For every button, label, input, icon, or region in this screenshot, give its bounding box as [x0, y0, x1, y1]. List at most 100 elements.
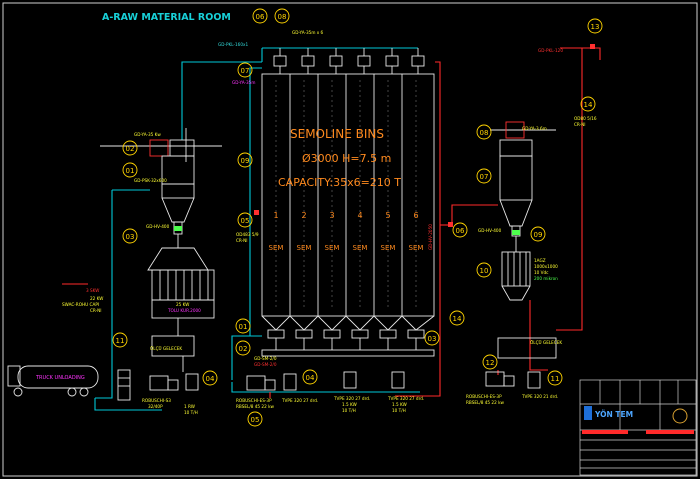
label-right-pipe-code: OD80 5/16 — [574, 116, 597, 121]
marker-11-right: 11 — [547, 370, 563, 386]
diagram-labels: GD-PKL-160x1 GD-PKL-120 GD-YA-35m x 6 GD… — [62, 30, 597, 415]
label-mid-small-1: GD-SM-2/0 — [254, 356, 277, 361]
label-blower-right: ROBUSCHI-ES-3P — [466, 394, 502, 399]
marker-02-bins: 02 — [235, 340, 251, 356]
label-blower-mid2: RBSEL/8 45 22 kw — [236, 404, 274, 409]
marker-08-right: 08 — [476, 124, 492, 140]
svg-text:06: 06 — [256, 13, 265, 21]
marker-01-left: 01 — [122, 162, 138, 178]
marker-05-bottom: 05 — [247, 411, 263, 427]
svg-text:02: 02 — [239, 345, 248, 353]
marker-12-right: 12 — [482, 354, 498, 370]
svg-text:03: 03 — [428, 335, 437, 343]
label-kw-f: 10 T/H — [392, 408, 406, 413]
left-filter — [100, 128, 222, 372]
marker-01-bins: 01 — [235, 318, 251, 334]
label-right-box: ÖLÇÜ GELECEK — [530, 340, 562, 345]
label-side-left-2: CR-NI — [90, 308, 102, 313]
svg-text:03: 03 — [126, 233, 135, 241]
valves — [174, 44, 595, 235]
label-right-pipe-code2: CR-NI — [574, 122, 586, 127]
label-scale: 25 KW — [176, 302, 189, 307]
bins-heading: SEMOLINE BINS — [290, 127, 384, 141]
svg-text:04: 04 — [306, 374, 315, 382]
bin-number-1: 1 — [273, 211, 278, 220]
label-kw-e: 1.5 KW — [392, 402, 407, 407]
label-load-cell: ÖLÇÜ GELECEK — [150, 346, 182, 351]
marker-04-mid: 04 — [302, 369, 318, 385]
bin-label-1: SEM — [269, 244, 284, 252]
bin-label-6: SEM — [409, 244, 424, 252]
label-mid-small-2: GD-SM-2/0 — [254, 362, 277, 367]
label-kw-b: 10 T/H — [184, 410, 198, 415]
marker-14-right: 14 — [580, 96, 596, 112]
svg-text:05: 05 — [251, 416, 260, 424]
svg-text:04: 04 — [206, 375, 215, 383]
bin-number-5: 5 — [385, 211, 390, 220]
marker-04-left: 04 — [202, 370, 218, 386]
label-blower-left2: 32/40P — [148, 404, 163, 409]
marker-05-mid: 05 — [237, 212, 253, 228]
marker-13-right: 13 — [587, 18, 603, 34]
ladder — [117, 369, 131, 401]
label-left-pump: 22 KW — [90, 296, 103, 301]
label-side-left-1: SWAC-ROHU CAPI — [62, 302, 99, 307]
label-right-scale-d: 200 mikron — [534, 276, 558, 281]
svg-text:10: 10 — [480, 267, 489, 275]
truck — [7, 365, 99, 397]
svg-text:07: 07 — [480, 173, 489, 181]
svg-text:09: 09 — [534, 231, 543, 239]
svg-text:08: 08 — [278, 13, 287, 21]
label-screw-3: TVPE 320 27 drd. — [387, 396, 424, 401]
bins-capacity: CAPACITY:35x6=210 T — [278, 176, 401, 189]
title-block — [579, 379, 697, 476]
label-top-right-code: GD-PKL-120 — [538, 48, 563, 53]
label-right-rotary: GD-HV-400 — [478, 228, 502, 233]
bins-dimension: Ø3000 H=7.5 m — [302, 152, 391, 165]
bin-label-2: SEM — [297, 244, 312, 252]
svg-text:02: 02 — [126, 145, 135, 153]
right-filter — [490, 121, 557, 359]
blowers — [149, 371, 541, 391]
bin-hatching — [275, 80, 417, 310]
svg-text:12: 12 — [486, 359, 495, 367]
marker-11-left: 11 — [112, 332, 128, 348]
svg-text:14: 14 — [584, 101, 593, 109]
markers: 06 08 07 02 01 09 05 03 11 04 01 02 05 0… — [112, 8, 603, 427]
label-mid-pipe-code2: CR-NI — [236, 238, 248, 243]
marker-09-mid: 09 — [237, 152, 253, 168]
silo-bins — [261, 48, 435, 357]
company-seal-icon — [672, 408, 688, 424]
label-right-scale-a: 1AGZ — [534, 258, 546, 263]
label-screw-1: TVPE 320 27 drd. — [281, 398, 318, 403]
svg-text:07: 07 — [241, 67, 250, 75]
label-mid-pipe-code: OD483 5/9 — [236, 232, 259, 237]
label-kw-c: 1.5 KW — [342, 402, 357, 407]
marker-06-right: 06 — [452, 222, 468, 238]
drawing-title: A-RAW MATERIAL ROOM — [102, 12, 231, 23]
bin-number-2: 2 — [301, 211, 306, 220]
bin-number-6: 6 — [413, 211, 418, 220]
svg-text:09: 09 — [241, 157, 250, 165]
bin-labels: SEM SEM SEM SEM SEM SEM — [269, 244, 424, 252]
label-right-scale-c: 10 Vdc — [534, 270, 549, 275]
label-pipe-vertical: GD-HV-2050 — [428, 224, 433, 250]
bin-number-4: 4 — [357, 211, 362, 220]
label-right-scale-b: 1000x1000 — [534, 264, 558, 269]
label-left-pump2: 3 SKW — [86, 288, 99, 293]
label-left-filter-code: GD-YA-35 Kw — [134, 132, 161, 137]
marker-10-right: 10 — [476, 262, 492, 278]
label-screw-2: TVPE 320 27 drd. — [333, 396, 370, 401]
svg-text:11: 11 — [116, 337, 125, 345]
marker-08-top: 08 — [274, 8, 290, 24]
svg-text:06: 06 — [456, 227, 465, 235]
bin-label-4: SEM — [353, 244, 368, 252]
label-blower-mid: ROBUSCHI-ES-3P — [236, 398, 272, 403]
company-logo-mark — [584, 406, 592, 420]
label-kw-d: 10 T/H — [342, 408, 356, 413]
svg-text:01: 01 — [239, 323, 248, 331]
label-right-filter-code: GD-YA-3.6m — [522, 126, 547, 131]
label-top-left-code: GD-PKL-160x1 — [218, 42, 248, 47]
